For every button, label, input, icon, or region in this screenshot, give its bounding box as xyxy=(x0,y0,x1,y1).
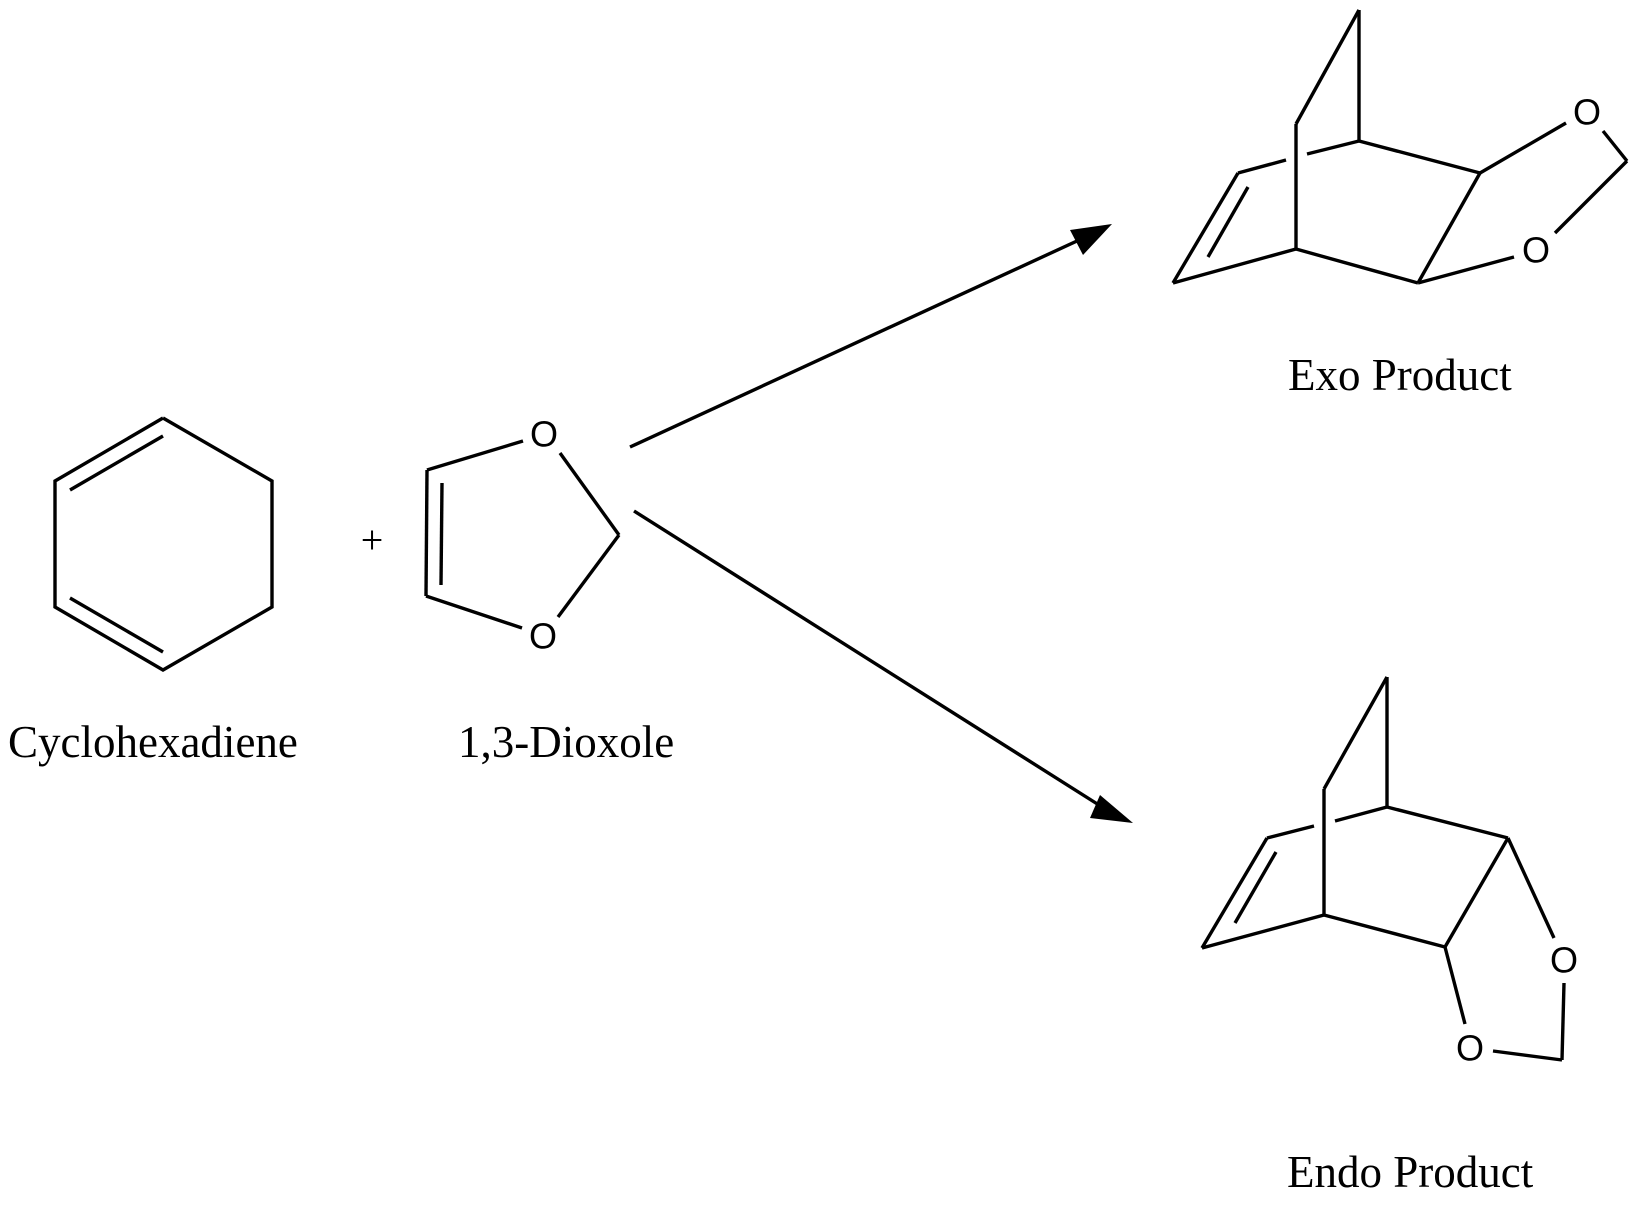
alkene-bond xyxy=(1171,172,1240,284)
alkene-bond xyxy=(1200,837,1269,949)
double-bond-inner xyxy=(439,482,444,586)
bond-c-o-bottom xyxy=(1443,946,1467,1025)
bond-ring-c-c xyxy=(1443,837,1510,948)
exo-product-label: Exo Product xyxy=(1288,350,1512,400)
bond-bridgehead-ring-c-top xyxy=(1386,805,1509,840)
endo-product-structure: O O xyxy=(1200,676,1578,1069)
bridge-bond-apex-left xyxy=(1322,676,1389,790)
bond-ch2-o xyxy=(1553,159,1629,235)
alkene-bond-to-bridgehead-a xyxy=(1266,824,1315,840)
bond-c4-o3 xyxy=(426,439,524,472)
dioxole-label: 1,3-Dioxole xyxy=(458,717,674,767)
dioxole-structure: O O xyxy=(424,414,621,657)
arrowhead xyxy=(1090,795,1133,823)
oxygen-atom-right: O xyxy=(1550,940,1578,981)
oxygen-atom-bottom: O xyxy=(1456,1028,1484,1069)
bond-o-ch2 xyxy=(1601,129,1629,163)
double-bond-inner-top xyxy=(69,434,164,492)
bond-c5-o1 xyxy=(425,594,523,630)
bond-ring-c-c xyxy=(1416,172,1482,284)
bond-bridgehead-ring-c-bottom xyxy=(1323,913,1446,949)
bond-bridgehead-ring-c-top xyxy=(1358,139,1481,175)
oxygen-atom-top: O xyxy=(530,414,558,455)
bond-c-o-right xyxy=(1506,837,1556,939)
cyclohexadiene-structure xyxy=(53,416,274,672)
bond-alkene-bridgehead-bottom xyxy=(1172,247,1297,285)
double-bond-inner-bottom xyxy=(69,596,164,654)
bond-c4-c5 xyxy=(424,469,429,597)
arrow-to-endo xyxy=(633,509,1133,823)
alkene-inner-line xyxy=(1206,186,1250,258)
exo-product-structure: O O xyxy=(1171,9,1629,285)
oxygen-atom-top: O xyxy=(1573,92,1601,133)
bond-c-o-top xyxy=(1479,121,1567,175)
arrow-shaft xyxy=(629,233,1091,449)
bond-o-ch2-right xyxy=(1560,982,1566,1061)
ring-bonds xyxy=(53,416,274,672)
bridge-bond-apex-left xyxy=(1294,9,1361,125)
bond-c2-o1 xyxy=(556,533,621,619)
alkene-bond-to-bridgehead-b xyxy=(1306,139,1360,156)
cyclohexadiene-label: Cyclohexadiene xyxy=(8,717,298,767)
bond-o3-c2 xyxy=(558,452,621,536)
bond-o-ch2-bottom xyxy=(1492,1049,1563,1062)
oxygen-atom-bottom: O xyxy=(529,616,557,657)
bond-alkene-bridgehead-bottom xyxy=(1201,913,1325,950)
endo-product-label: Endo Product xyxy=(1287,1147,1534,1197)
arrow-to-exo xyxy=(629,224,1112,449)
oxygen-atom-bottom: O xyxy=(1522,230,1550,271)
plus-sign: + xyxy=(361,518,384,563)
alkene-bond-to-bridgehead-b xyxy=(1334,805,1388,823)
alkene-bond-to-bridgehead-a xyxy=(1237,158,1287,175)
arrow-shaft xyxy=(633,509,1111,814)
arrowhead xyxy=(1070,224,1112,255)
alkene-inner-line xyxy=(1233,851,1278,924)
bond-bridgehead-ring-c-bottom xyxy=(1295,247,1419,285)
bond-c-o-bottom xyxy=(1417,255,1515,285)
